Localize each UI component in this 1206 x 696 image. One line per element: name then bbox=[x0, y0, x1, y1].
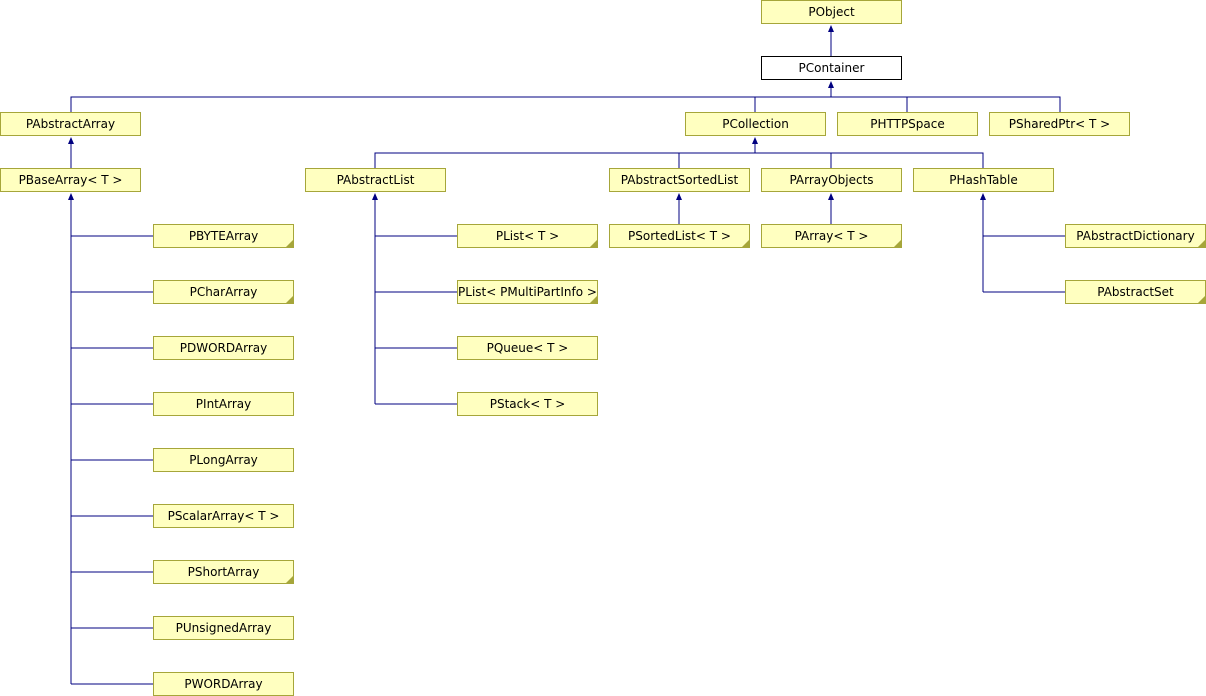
node-plist[interactable]: PList< T > bbox=[457, 224, 598, 248]
node-label: PHashTable bbox=[949, 173, 1018, 187]
node-pbytearray[interactable]: PBYTEArray bbox=[153, 224, 294, 248]
node-pabstractset[interactable]: PAbstractSet bbox=[1065, 280, 1206, 304]
node-pchararray[interactable]: PCharArray bbox=[153, 280, 294, 304]
node-pabstractsortedlist[interactable]: PAbstractSortedList bbox=[609, 168, 750, 192]
node-psortedlist[interactable]: PSortedList< T > bbox=[609, 224, 750, 248]
folded-corner-icon bbox=[1198, 240, 1205, 247]
node-plongarray[interactable]: PLongArray bbox=[153, 448, 294, 472]
folded-corner-icon bbox=[894, 240, 901, 247]
node-phttpspace[interactable]: PHTTPSpace bbox=[837, 112, 978, 136]
node-pcontainer: PContainer bbox=[761, 56, 902, 80]
node-phashtable[interactable]: PHashTable bbox=[913, 168, 1054, 192]
node-label: PUnsignedArray bbox=[175, 621, 272, 635]
node-label: PArray< T > bbox=[794, 229, 869, 243]
node-pscalararray[interactable]: PScalarArray< T > bbox=[153, 504, 294, 528]
node-label: PAbstractList bbox=[336, 173, 415, 187]
node-label: PBYTEArray bbox=[188, 229, 259, 243]
node-pwordarray[interactable]: PWORDArray bbox=[153, 672, 294, 696]
node-label: PLongArray bbox=[189, 453, 258, 467]
node-label: PSharedPtr< T > bbox=[1008, 117, 1111, 131]
folded-corner-icon bbox=[286, 296, 293, 303]
node-label: PHTTPSpace bbox=[870, 117, 945, 131]
node-pobject[interactable]: PObject bbox=[761, 0, 902, 24]
node-pabstractarray[interactable]: PAbstractArray bbox=[0, 112, 141, 136]
node-label: PDWORDArray bbox=[179, 341, 268, 355]
node-label: PCollection bbox=[722, 117, 789, 131]
node-label: PScalarArray< T > bbox=[167, 509, 280, 523]
node-pdwordarray[interactable]: PDWORDArray bbox=[153, 336, 294, 360]
node-label: PBaseArray< T > bbox=[18, 173, 123, 187]
node-parray[interactable]: PArray< T > bbox=[761, 224, 902, 248]
node-label: PAbstractSet bbox=[1097, 285, 1174, 299]
node-plist-multipartinfo[interactable]: PList< PMultiPartInfo > bbox=[457, 280, 598, 304]
folded-corner-icon bbox=[590, 240, 597, 247]
node-label: PAbstractDictionary bbox=[1076, 229, 1195, 243]
node-label: PCharArray bbox=[189, 285, 258, 299]
node-pabstractdictionary[interactable]: PAbstractDictionary bbox=[1065, 224, 1206, 248]
edge-pabstractlist-children bbox=[372, 193, 457, 405]
node-label: PList< PMultiPartInfo > bbox=[458, 285, 597, 299]
edge-parray-parrayobjects bbox=[828, 193, 834, 224]
node-parrayobjects[interactable]: PArrayObjects bbox=[761, 168, 902, 192]
edge-pbasearray-pabstractarray bbox=[68, 137, 74, 168]
folded-corner-icon bbox=[286, 240, 293, 247]
folded-corner-icon bbox=[1198, 296, 1205, 303]
node-label: PList< T > bbox=[495, 229, 560, 243]
edge-pcollection-children bbox=[374, 137, 984, 168]
edge-psortedlist-pabstractsortedlist bbox=[676, 193, 682, 224]
folded-corner-icon bbox=[590, 296, 597, 303]
node-pshortarray[interactable]: PShortArray bbox=[153, 560, 294, 584]
node-label: PArrayObjects bbox=[789, 173, 874, 187]
node-label: PAbstractArray bbox=[25, 117, 116, 131]
node-pintarray[interactable]: PIntArray bbox=[153, 392, 294, 416]
node-psharedptr[interactable]: PSharedPtr< T > bbox=[989, 112, 1130, 136]
node-label: PContainer bbox=[798, 61, 865, 75]
node-pstack[interactable]: PStack< T > bbox=[457, 392, 598, 416]
node-pabstractlist[interactable]: PAbstractList bbox=[305, 168, 446, 192]
node-label: PShortArray bbox=[187, 565, 260, 579]
edge-pcontainer-children bbox=[70, 81, 1061, 112]
edge-pbasearray-children bbox=[68, 193, 153, 685]
node-pcollection[interactable]: PCollection bbox=[685, 112, 826, 136]
edge-pcontainer-pobject bbox=[828, 25, 834, 56]
edge-phashtable-children bbox=[980, 193, 1065, 293]
folded-corner-icon bbox=[286, 576, 293, 583]
folded-corner-icon bbox=[742, 240, 749, 247]
node-label: PObject bbox=[808, 5, 855, 19]
node-label: PIntArray bbox=[195, 397, 252, 411]
node-label: PSortedList< T > bbox=[628, 229, 731, 243]
node-pbasearray[interactable]: PBaseArray< T > bbox=[0, 168, 141, 192]
node-label: PAbstractSortedList bbox=[620, 173, 739, 187]
node-label: PWORDArray bbox=[184, 677, 263, 691]
node-pqueue[interactable]: PQueue< T > bbox=[457, 336, 598, 360]
node-label: PStack< T > bbox=[489, 397, 566, 411]
node-punsignedarray[interactable]: PUnsignedArray bbox=[153, 616, 294, 640]
node-label: PQueue< T > bbox=[486, 341, 569, 355]
